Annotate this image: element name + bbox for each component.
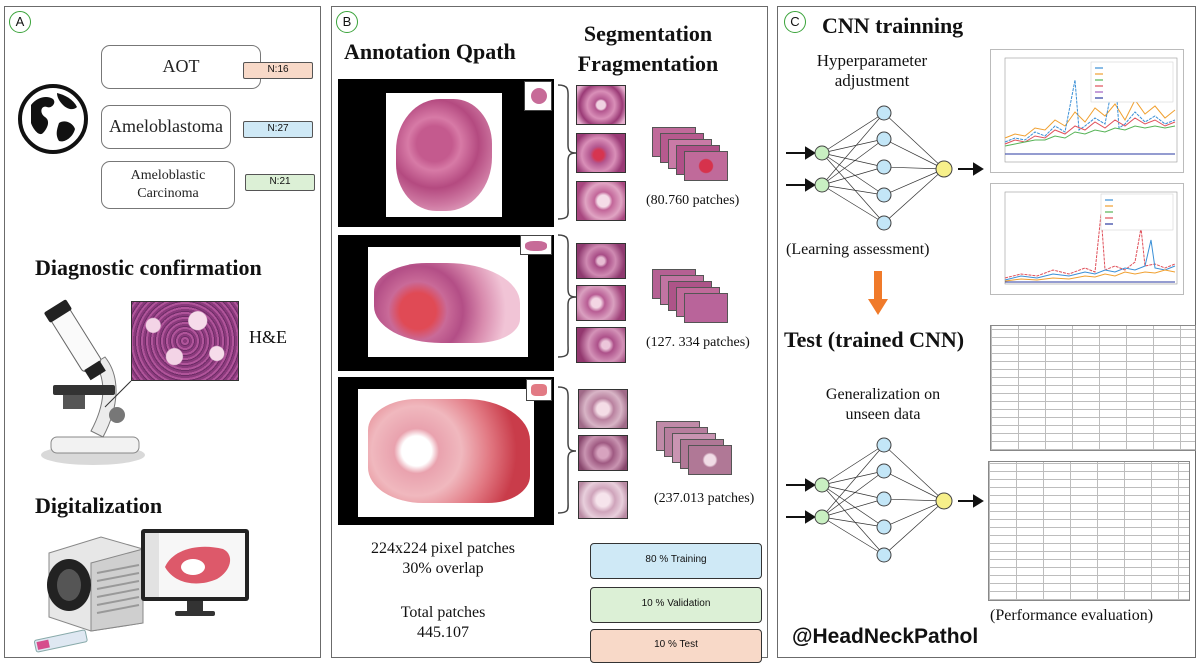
down-arrow-icon	[868, 271, 888, 315]
stack-tile	[684, 293, 728, 323]
split-training: 80 % Training	[590, 543, 762, 579]
slide-3-thumbnail	[526, 379, 552, 401]
class-box-ameloblastic-carcinoma: Ameloblastic Carcinoma	[101, 161, 235, 209]
slide-1-thumbnail	[524, 81, 552, 111]
patch-image	[576, 181, 626, 221]
wsi-slide-2	[338, 235, 554, 371]
monitor-icon	[141, 529, 249, 616]
patch-image	[578, 435, 628, 471]
wsi-slide-1	[338, 79, 554, 227]
count-badge-ameloblastoma: N:27	[243, 121, 313, 138]
stack-tile	[684, 151, 728, 181]
patch-count-3: (237.013 patches)	[654, 491, 755, 506]
slide-2-thumbnail	[520, 235, 552, 255]
total-patches: Total patches 445.107	[400, 604, 486, 641]
performance-evaluation-label: (Performance evaluation)	[990, 607, 1154, 624]
patch-image	[576, 85, 626, 125]
neural-network-training	[786, 105, 984, 231]
hyperparameter-label: Hyperparameter adjustment	[816, 51, 928, 90]
results-table-2	[988, 461, 1190, 601]
stack-tile	[688, 445, 732, 475]
loss-chart-1-plot	[1004, 57, 1178, 163]
thumb-tissue	[525, 241, 547, 251]
microscope-icon	[41, 299, 145, 465]
count-badge-ameloblastic-carcinoma: N:21	[245, 174, 315, 191]
panel-a: A AOT N:16 Ameloblastoma N:27 Ameloblast…	[4, 6, 321, 658]
panel-a-badge: A	[9, 11, 31, 33]
count-badge-aot: N:16	[243, 62, 313, 79]
tissue-region	[368, 399, 530, 503]
zoom-connector	[104, 380, 132, 408]
tissue-region	[374, 263, 520, 343]
stain-label: H&E	[249, 327, 287, 347]
patch-image	[578, 389, 628, 429]
class-box-aot: AOT	[101, 45, 261, 89]
patch-image	[578, 481, 628, 519]
split-validation: 10 % Validation	[590, 587, 762, 623]
patch-image	[576, 243, 626, 279]
split-test: 10 % Test	[590, 629, 762, 663]
thumb-tissue	[531, 384, 547, 396]
test-trained-cnn-title: Test (trained CNN)	[784, 327, 965, 352]
class-label: Ameloblastoma	[109, 116, 223, 136]
loss-chart-2-plot	[1004, 191, 1178, 285]
twitter-handle: @HeadNeckPathol	[792, 625, 979, 648]
panel-b: B Annotation Qpath Segmentation Fragment…	[331, 6, 768, 663]
wsi-slide-3	[338, 377, 554, 525]
diagnostic-confirmation-title: Diagnostic confirmation	[35, 255, 262, 280]
glass-slide-icon	[33, 629, 88, 653]
tissue-region	[396, 99, 492, 211]
slide-scanner-icon	[47, 536, 144, 632]
segmentation-fragmentation-title: Segmentation Fragmentation	[577, 21, 719, 76]
patch-spec: 224x224 pixel patches 30% overlap	[371, 540, 515, 577]
learning-assessment-label: (Learning assessment)	[786, 241, 930, 258]
class-label: AOT	[162, 56, 200, 76]
results-table-1	[990, 325, 1196, 451]
patch-image	[576, 327, 626, 363]
neural-network-test	[786, 437, 984, 563]
generalization-label: Generalization on unseen data	[825, 386, 941, 423]
annotation-qpath-title: Annotation Qpath	[344, 39, 516, 64]
panel-c: C CNN trainning Hyperparameter adjustmen…	[777, 6, 1196, 658]
cnn-training-title: CNN trainning	[822, 13, 964, 38]
patch-image	[576, 285, 626, 321]
digitalization-title: Digitalization	[35, 493, 163, 518]
panel-c-badge: C	[784, 11, 806, 33]
class-box-ameloblastoma: Ameloblastoma	[101, 105, 231, 149]
patch-count-2: (127. 334 patches)	[646, 335, 750, 350]
globe-icon	[18, 84, 88, 154]
segmentation-brackets	[557, 84, 577, 514]
loss-chart-1	[990, 49, 1184, 173]
patch-count-1: (80.760 patches)	[646, 193, 740, 208]
he-histology-image	[131, 301, 239, 381]
loss-chart-2	[990, 183, 1184, 295]
thumb-tissue	[531, 88, 547, 104]
panel-b-badge: B	[336, 11, 358, 33]
patch-image	[576, 133, 626, 173]
